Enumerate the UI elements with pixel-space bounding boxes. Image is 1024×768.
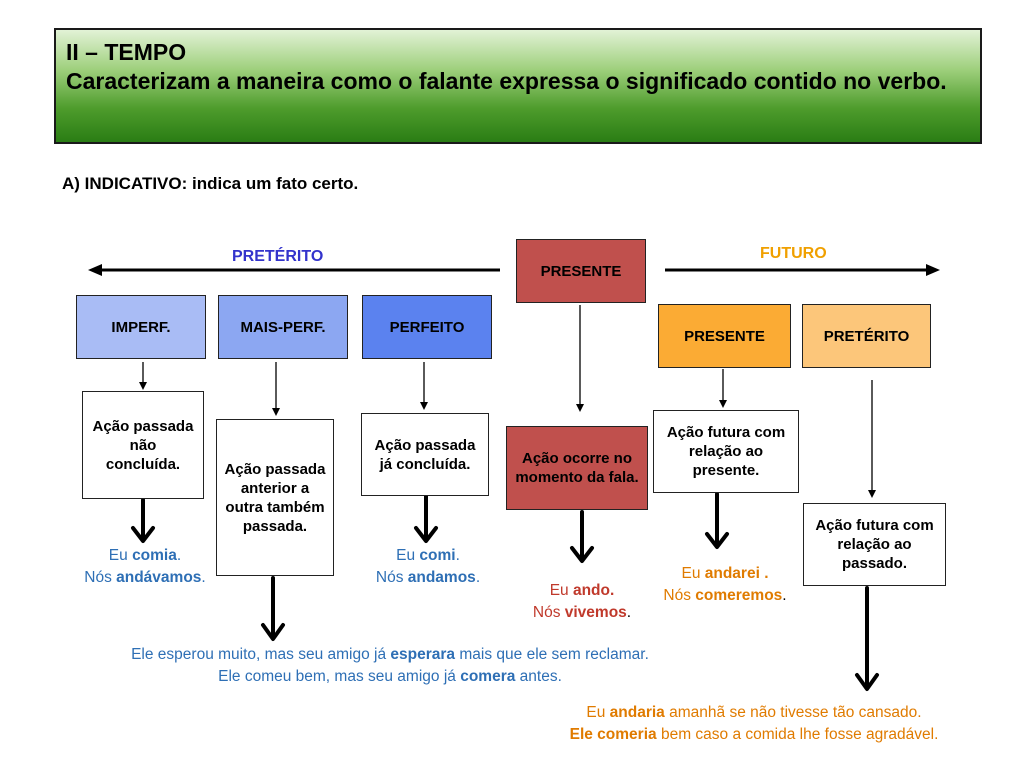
presente-examples: Eu ando. Nós vivemos. <box>532 582 632 621</box>
perfeito-examples: Eu comi. Nós andamos. <box>375 547 481 586</box>
title-line-1: II – TEMPO <box>66 39 187 65</box>
thick-arrowhead-perfeito <box>414 526 438 543</box>
futuro-preterito-description: Ação futura com relação ao passado. <box>803 503 946 586</box>
imperf-examples: Eu comia. Nós andávamos. <box>84 547 206 586</box>
futuro-preterito-examples: Eu andaria amanhã se não tivesse tão can… <box>569 704 939 743</box>
presente-description: Ação ocorre no momento da fala. <box>506 426 648 510</box>
futuro-label: FUTURO <box>760 245 827 262</box>
perfeito-box: PERFEITO <box>362 295 492 359</box>
mais-perf-box: MAIS-PERF. <box>218 295 348 359</box>
imperf-description: Ação passada não concluída. <box>82 391 204 499</box>
imperf-box: IMPERF. <box>76 295 206 359</box>
thick-arrowhead-presente <box>570 546 594 563</box>
thick-arrowhead-imperf <box>131 526 155 543</box>
subtitle: A) INDICATIVO: indica um fato certo. <box>62 174 359 193</box>
mais-perf-examples: Ele esperou muito, mas seu amigo já espe… <box>131 646 649 685</box>
thick-arrowhead-mais-perf <box>261 623 285 641</box>
preterito-label: PRETÉRITO <box>232 248 324 265</box>
thick-arrowhead-fut-preterito <box>855 673 879 691</box>
futuro-presente-box: PRESENTE <box>658 304 791 368</box>
presente-box: PRESENTE <box>516 239 646 303</box>
perfeito-description: Ação passada já concluída. <box>361 413 489 496</box>
mais-perf-description: Ação passada anterior a outra também pas… <box>216 419 334 576</box>
futuro-presente-description: Ação futura com relação ao presente. <box>653 410 799 493</box>
title-line-2: Caracterizam a maneira como o falante ex… <box>66 68 947 94</box>
preterito-arrowhead <box>88 264 102 276</box>
futuro-arrowhead <box>926 264 940 276</box>
title-banner: II – TEMPO Caracterizam a maneira como o… <box>54 28 982 144</box>
futuro-preterito-box: PRETÉRITO <box>802 304 931 368</box>
thick-arrowhead-fut-presente <box>705 532 729 549</box>
futuro-presente-examples: Eu andarei . Nós comeremos. <box>663 565 787 604</box>
